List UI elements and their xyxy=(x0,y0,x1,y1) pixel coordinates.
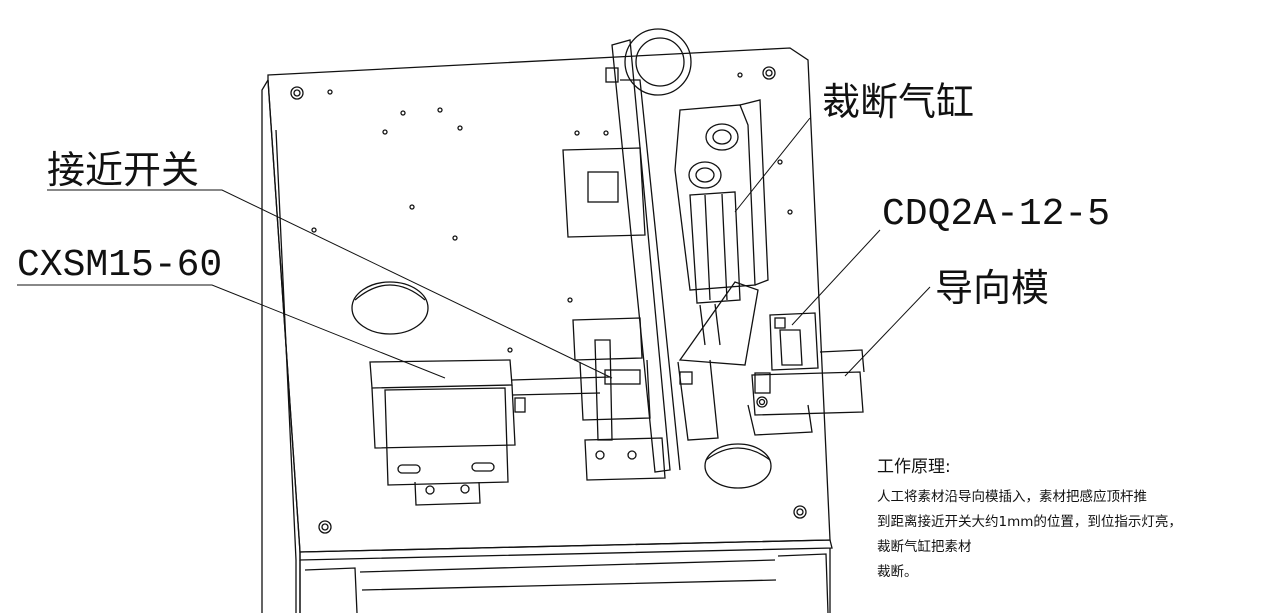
label-cylinder-model: CDQ2A-12-5 xyxy=(882,193,1111,236)
vertical-arm xyxy=(605,28,692,473)
cutting-cylinder xyxy=(562,99,769,346)
label-cutting-cylinder: 裁断气缸 xyxy=(822,80,975,124)
label-slide-cylinder-model: CXSM15-60 xyxy=(17,244,223,287)
working-principle-title: 工作原理: xyxy=(877,457,951,477)
description-line: 裁断气缸把素材 xyxy=(877,539,972,555)
guide-die xyxy=(747,312,865,436)
leader-lines xyxy=(17,117,931,379)
slide-cylinder xyxy=(369,359,611,506)
cutter-holder xyxy=(677,281,759,441)
description-line: 裁断。 xyxy=(877,564,918,580)
description-line: 到距离接近开关大约1mm的位置，到位指示灯亮， xyxy=(877,514,1182,530)
working-principle: 工作原理: 人工将素材沿导向模插入，素材把感应顶杆推 到距离接近开关大约1mm的… xyxy=(877,452,1182,585)
description-line: 人工将素材沿导向模插入，素材把感应顶杆推 xyxy=(877,489,1147,505)
mounting-holes xyxy=(290,66,807,534)
base-plate xyxy=(267,47,831,553)
label-proximity-switch: 接近开关 xyxy=(47,148,200,192)
label-guide-die: 导向模 xyxy=(935,266,1050,310)
proximity-switch-block xyxy=(572,317,666,481)
